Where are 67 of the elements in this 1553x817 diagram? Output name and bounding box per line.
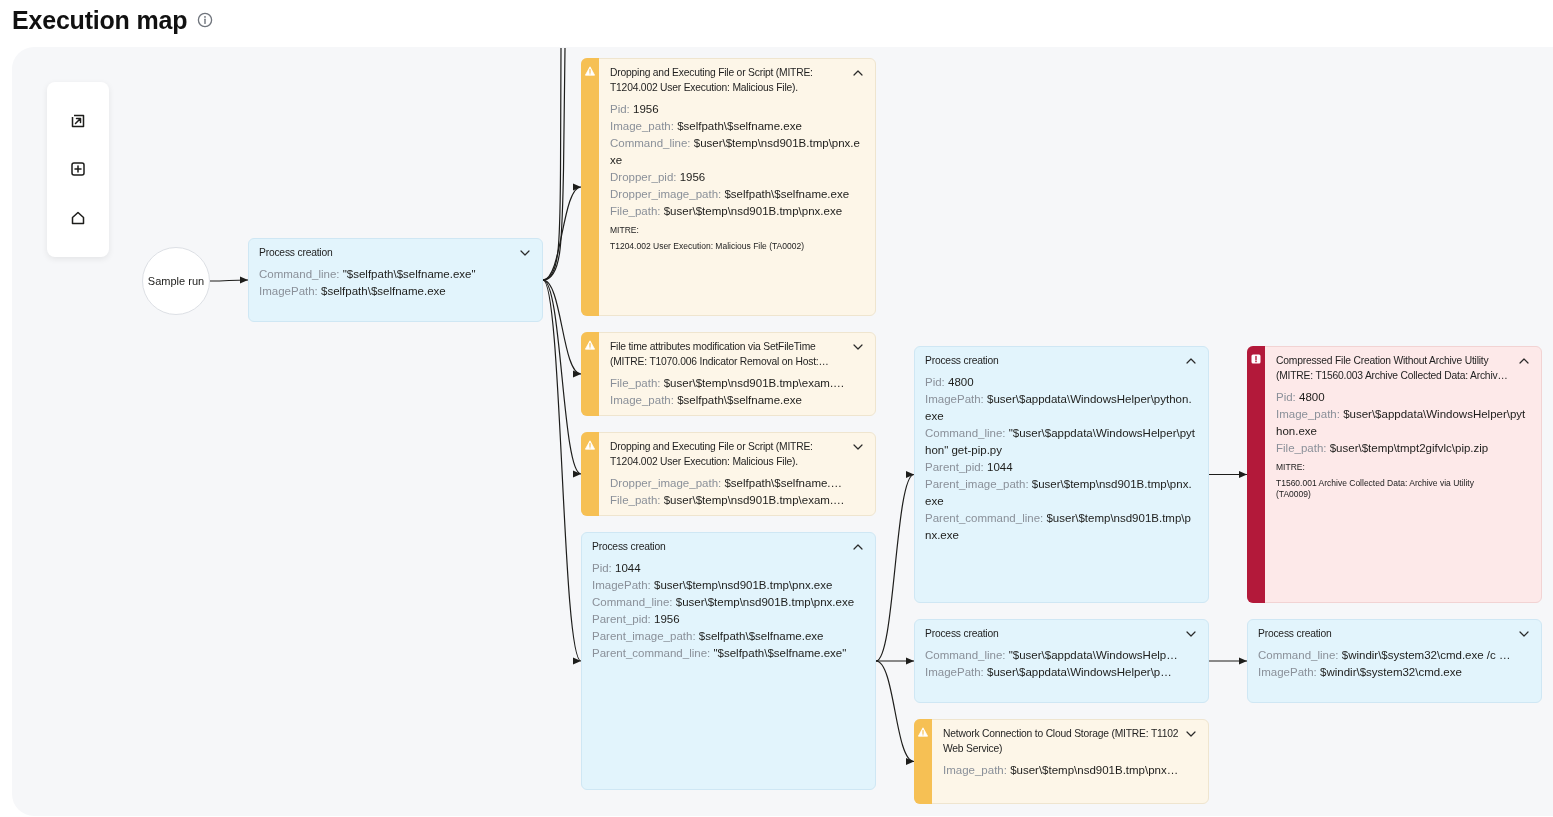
card-title: File time attributes modification via SetFileTime (MITRE: T1070.006 Indicator Removal on Host:… (610, 340, 830, 369)
field-text: Command_line: "$user\$appdata\WindowsHelper\python" get-pip.py (925, 426, 1196, 458)
field-text: Command_line: $user\$temp\nsd901B.tmp\pnx.exe (592, 595, 856, 610)
arrow (209, 276, 249, 284)
field-text: Command_line: $windir\$system32\cmd.exe /c … (1258, 648, 1512, 663)
arrow (542, 279, 582, 375)
field-text: Image_path: $selfpath\$selfname.exe (610, 393, 803, 408)
field-text: Parent_command_line: "$selfpath\$selfname.exe" (592, 646, 848, 661)
card-title: Process creation (1258, 627, 1333, 641)
warning-card (581, 432, 876, 516)
field-text: Parent_command_line: $user\$temp\nsd901B.tmp\pnx.exe (925, 511, 1192, 543)
warning-card (581, 332, 876, 416)
arrow (1208, 657, 1248, 665)
field-text: Image_path: $selfpath\$selfname.exe (610, 119, 803, 134)
arrow (875, 473, 915, 662)
field-text: ImagePath: $windir\$system32\cmd.exe (1258, 665, 1463, 680)
field-text: File_path: $user\$temp\tmpt2gifvlc\pip.zip (1276, 441, 1490, 456)
field-text: Command_line: $user\$temp\nsd901B.tmp\pnx.exe (610, 136, 861, 168)
field-text: Pid: 4800 (1276, 390, 1326, 405)
card-title: Dropping and Executing File or Script (MITRE: T1204.002 User Execution: Malicious File). (610, 66, 814, 95)
field-text: Image_path: $user\$temp\nsd901B.tmp\pnx… (943, 763, 1180, 778)
card-title: Process creation (925, 627, 1000, 641)
field-text: File_path: $user\$temp\nsd901B.tmp\exam.… (610, 493, 846, 508)
process-card (1247, 619, 1542, 703)
field-text: Pid: 4800 (925, 375, 975, 390)
card-title: Network Connection to Cloud Storage (MITRE: T1102 Web Service) (943, 727, 1180, 756)
process-card (248, 238, 543, 322)
arrow (542, 279, 582, 662)
card-title: Process creation (259, 246, 334, 260)
field-text: Command_line: "$selfpath\$selfname.exe" (259, 267, 477, 282)
card-title: Compressed File Creation Without Archive Utility (MITRE: T1560.003 Archive Collected Data: Archiv… (1276, 354, 1509, 383)
arrow (542, 279, 582, 475)
field-text: ImagePath: $user\$appdata\WindowsHelper\python.exe (925, 392, 1193, 424)
card-title: Dropping and Executing File or Script (MITRE: T1204.002 User Execution: Malicious File). (610, 440, 814, 469)
process-card (914, 346, 1209, 603)
node-label: Sample run (147, 274, 205, 288)
field-text: Parent_pid: 1044 (925, 460, 1014, 475)
mitre-heading: MITRE: (610, 224, 640, 237)
field-text: Parent_pid: 1956 (592, 612, 681, 627)
field-text: Pid: 1956 (610, 102, 660, 117)
field-text: Pid: 1044 (592, 561, 642, 576)
field-text: ImagePath: $user\$temp\nsd901B.tmp\pnx.exe (592, 578, 834, 593)
field-text: ImagePath: $selfpath\$selfname.exe (259, 284, 447, 299)
warning-card (581, 58, 876, 316)
field-text: ImagePath: $user\$appdata\WindowsHelper\p… (925, 665, 1173, 680)
field-text: File_path: $user\$temp\nsd901B.tmp\pnx.exe (610, 204, 844, 219)
mitre-heading: MITRE: (1276, 461, 1306, 474)
arrow (875, 657, 915, 665)
field-text: Dropper_pid: 1956 (610, 170, 707, 185)
card-title: Process creation (925, 354, 1000, 368)
mitre-technique: T1560.001 Archive Collected Data: Archive via Utility (TA0009) (1276, 478, 1475, 500)
card-title: Process creation (592, 540, 667, 554)
mitre-technique: T1204.002 User Execution: Malicious File (TA0002) (610, 241, 805, 252)
alert-card (1247, 346, 1542, 603)
arrow (1208, 471, 1248, 478)
field-text: Parent_image_path: $selfpath\$selfname.exe (592, 629, 825, 644)
field-text: Parent_image_path: $user\$temp\nsd901B.tmp\pnx.exe (925, 477, 1193, 509)
field-text: Dropper_image_path: $selfpath\$selfname.… (610, 476, 844, 491)
warning-card (914, 719, 1209, 804)
process-card (914, 619, 1209, 703)
field-text: Image_path: $user\$appdata\WindowsHelper\python.exe (1276, 407, 1527, 439)
field-text: Dropper_image_path: $selfpath\$selfname.exe (610, 187, 851, 202)
field-text: File_path: $user\$temp\nsd901B.tmp\exam.… (610, 376, 846, 391)
process-card (581, 532, 876, 790)
field-text: Command_line: "$user\$appdata\WindowsHelp… (925, 648, 1179, 663)
arrow (875, 660, 915, 763)
page-title: Execution map (12, 5, 188, 36)
